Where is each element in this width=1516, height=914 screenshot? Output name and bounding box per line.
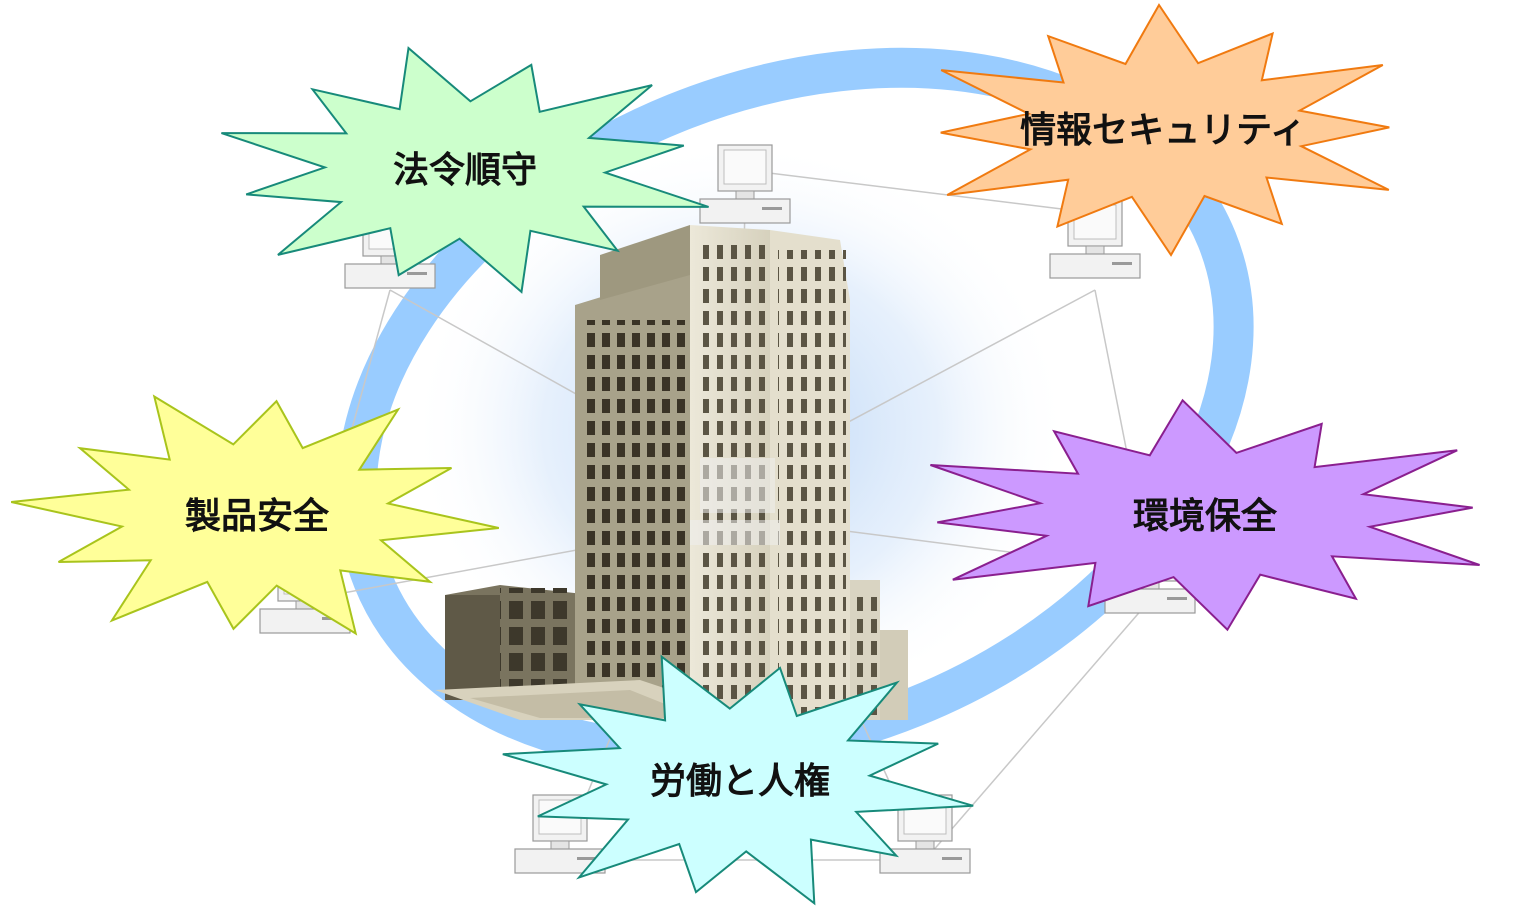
starburst: 情報セキュリティ bbox=[940, 3, 1390, 257]
burst-label: 環境保全 bbox=[1133, 495, 1278, 537]
starburst-shape bbox=[10, 394, 500, 636]
blue-ring bbox=[336, 47, 1254, 773]
burst-label: 製品安全 bbox=[185, 495, 330, 537]
starburst: 環境保全 bbox=[930, 398, 1480, 632]
burst-label: 情報セキュリティ bbox=[1020, 110, 1306, 151]
desktop-computer-icon bbox=[699, 144, 791, 224]
starburst-shape bbox=[221, 46, 709, 294]
starburst: 製品安全 bbox=[10, 394, 500, 636]
starburst: 労働と人権 bbox=[502, 654, 974, 906]
starburst-shape bbox=[940, 3, 1390, 257]
starburst-shape bbox=[930, 398, 1480, 632]
starburst-shape bbox=[502, 654, 974, 906]
burst-label: 法令順守 bbox=[393, 150, 537, 191]
starburst: 法令順守 bbox=[221, 46, 709, 294]
burst-label: 労働と人権 bbox=[650, 761, 830, 802]
office-building-icon bbox=[435, 225, 908, 720]
